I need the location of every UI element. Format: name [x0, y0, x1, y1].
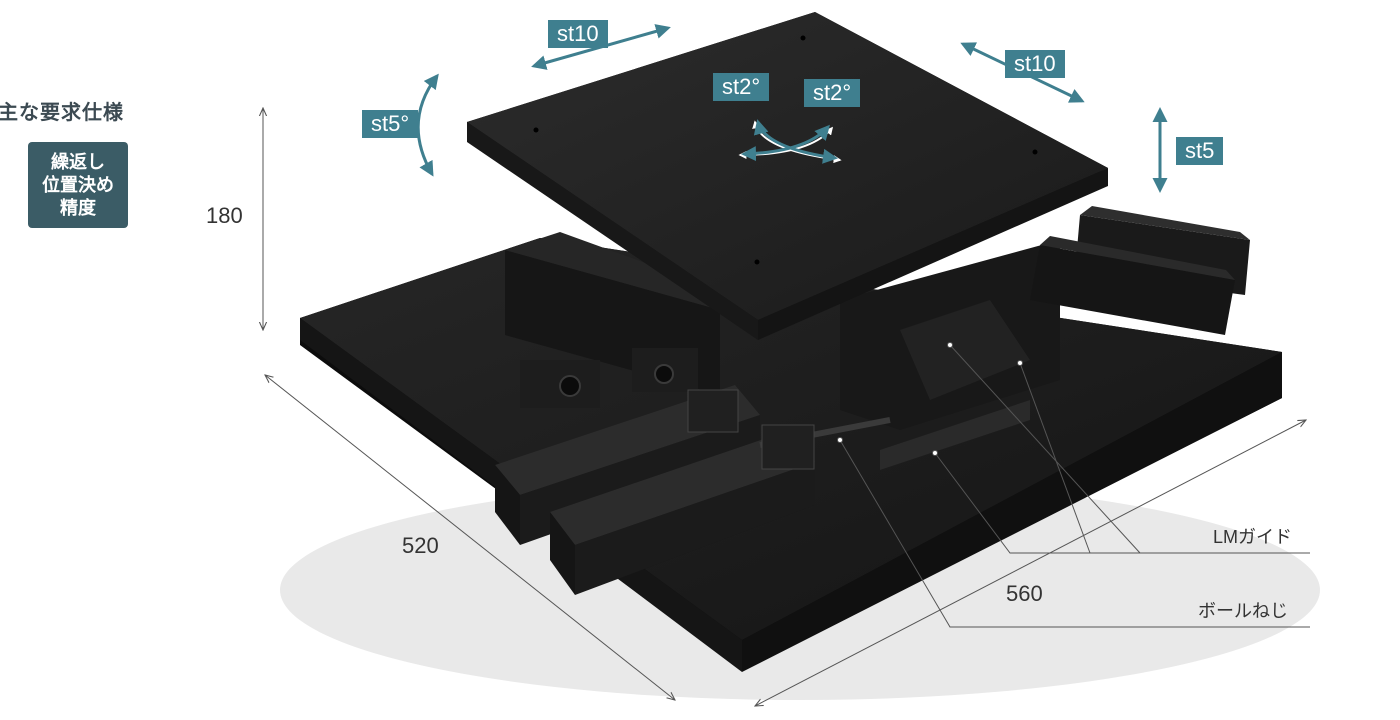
spec-heading: 主な要求仕様 — [0, 102, 124, 124]
lm-guide-label: LMガイド — [1213, 527, 1293, 547]
ball-screw-leader — [839, 439, 1310, 628]
lm-guide-leader — [934, 452, 1310, 554]
depth-dimension-label: 520 — [402, 533, 439, 558]
motor-right — [1030, 206, 1250, 335]
z-stroke-tag: st5 — [1176, 137, 1224, 165]
spec-badge-line: 位置決め — [42, 174, 114, 195]
spec-badge-line: 繰返し — [51, 151, 105, 172]
height-dimension-label: 180 — [206, 203, 243, 228]
rotation-a-stroke-tag: st2° — [713, 73, 770, 101]
tilt-stroke-arrow — [416, 73, 439, 177]
x-stroke-tag: st10 — [548, 20, 608, 48]
width-dimension-line — [755, 420, 1306, 706]
width-dimension-label: 560 — [1006, 581, 1043, 606]
y-stroke-tag: st10 — [1005, 50, 1065, 78]
tilt-stroke-tag: st5° — [362, 110, 419, 138]
rotation-arrows — [738, 119, 842, 164]
top-plate — [467, 12, 1108, 340]
spec-badge: 繰返し 位置決め 精度 — [28, 142, 128, 228]
ball-screw-label: ボールねじ — [1198, 601, 1288, 621]
spec-badge-line: 精度 — [60, 197, 96, 218]
rotation-b-stroke-tag: st2° — [804, 79, 861, 107]
leader-lines — [837, 342, 1310, 628]
dimension-lines — [263, 108, 1306, 706]
depth-dimension-line — [265, 375, 675, 700]
